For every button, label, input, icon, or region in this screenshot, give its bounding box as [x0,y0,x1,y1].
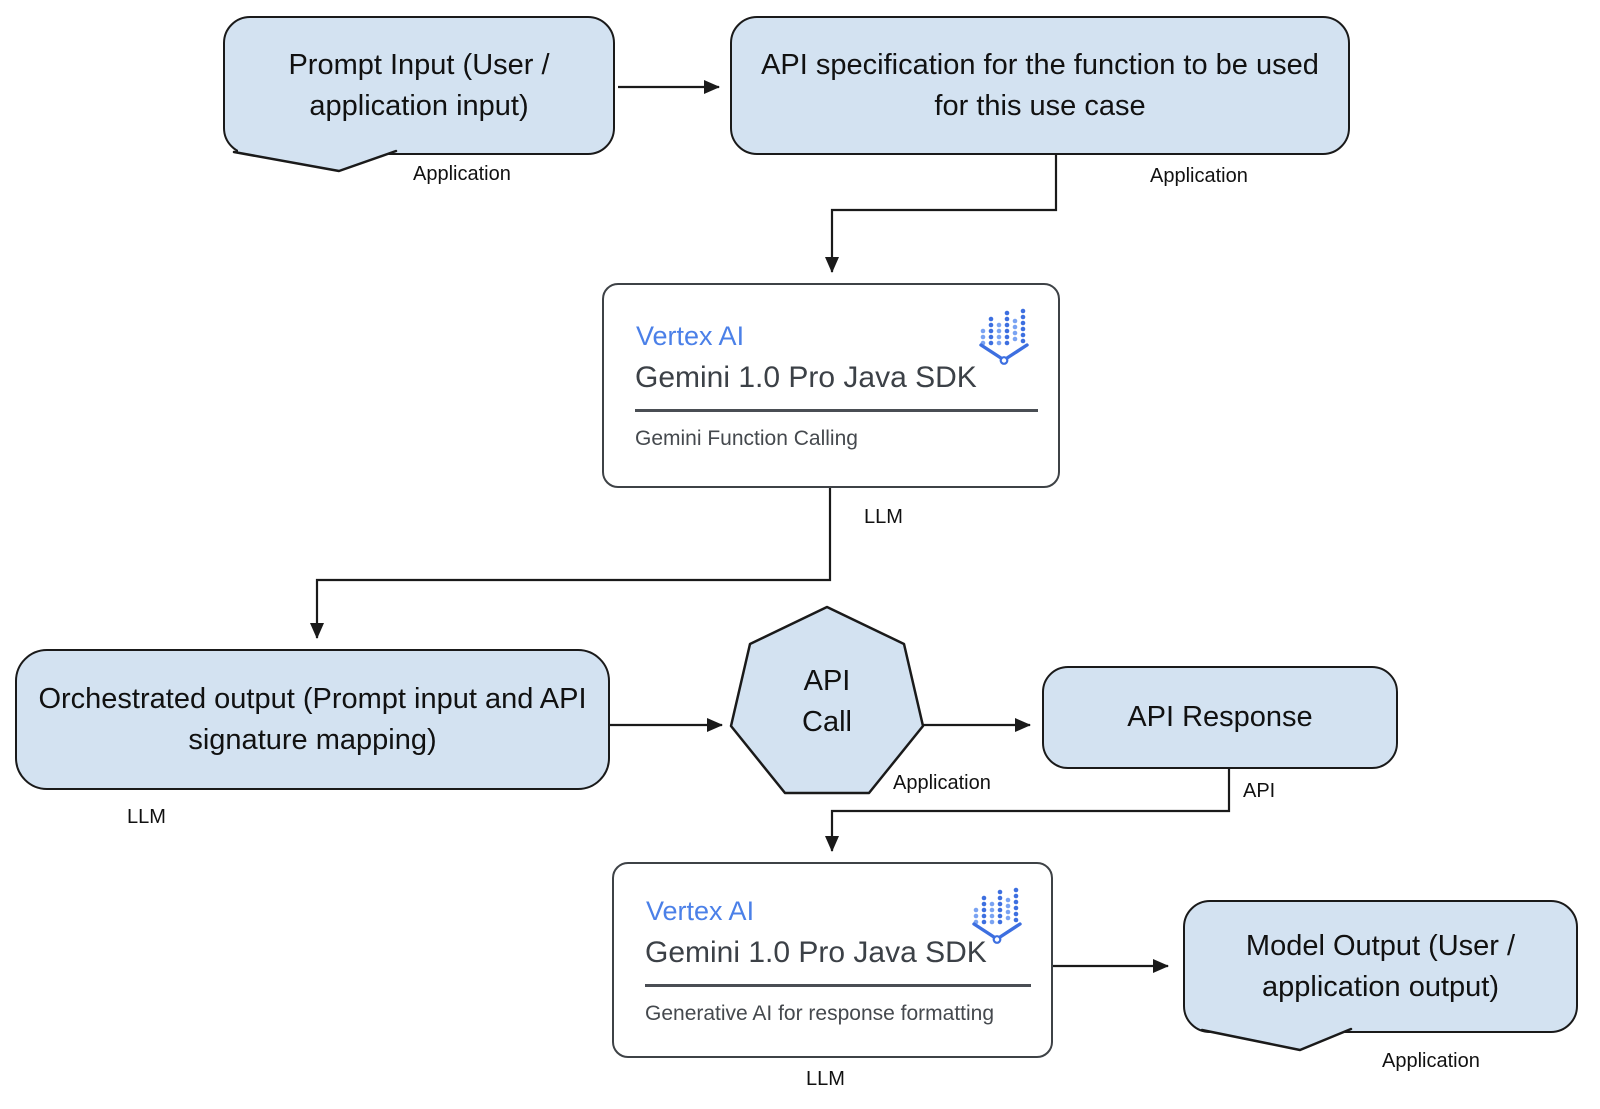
tag-prompt-input: Application [413,163,511,185]
gemini-sdk-subtitle: Gemini 1.0 Pro Java SDK [645,936,987,969]
tag-api-call: Application [893,772,991,794]
node-gemini-response-formatting: Vertex AI Gemini 1.0 Pro Java SDK Genera… [612,862,1053,1058]
tag-model-output: Application [1382,1050,1480,1072]
connector-apispec-to-gemini1 [825,154,1058,273]
speech-tail [1200,1026,1353,1052]
vertex-ai-icon [979,308,1029,365]
vertex-ai-title: Vertex AI [646,896,755,926]
speech-tail [232,148,398,173]
vertex-ai-icon [972,887,1022,944]
api-spec-label: API specification for the function to be… [761,49,1319,122]
model-output-label: Model Output (User / application output) [1245,930,1516,1003]
gemini-card-description: Generative AI for response formatting [645,1002,995,1025]
vertex-ai-title: Vertex AI [636,321,745,351]
connector-apiresponse-to-gemini2 [825,769,1231,852]
card-divider [645,984,1031,987]
gemini-sdk-subtitle: Gemini 1.0 Pro Java SDK [635,361,977,394]
prompt-input-label: Prompt Input (User / application input) [288,49,550,122]
orchestrated-output-label: Orchestrated output (Prompt input and AP… [38,683,587,756]
tag-gemini-function-calling: LLM [864,506,903,528]
api-call-label: API Call [802,665,852,738]
card-divider [635,409,1038,412]
connector-gemini1-to-orchestrated [310,488,832,639]
node-model-output: Model Output (User / application output) [1183,900,1578,1052]
gemini-card-description: Gemini Function Calling [635,427,858,450]
tag-orchestrated-output: LLM [127,806,166,828]
heptagon-shape [729,605,925,795]
tag-api-spec: Application [1150,165,1248,187]
node-api-response: API Response [1042,666,1398,769]
tag-api-response: API [1243,780,1276,802]
api-response-label: API Response [1127,701,1313,734]
node-prompt-input: Prompt Input (User / application input) [223,16,615,173]
node-gemini-function-calling: Vertex AI Gemini 1.0 Pro Java SDK Gemini… [602,283,1060,488]
tag-gemini-response-formatting: LLM [806,1068,845,1090]
node-api-spec: API specification for the function to be… [730,16,1350,155]
node-orchestrated-output: Orchestrated output (Prompt input and AP… [15,649,610,790]
node-api-call: API Call [727,602,927,802]
